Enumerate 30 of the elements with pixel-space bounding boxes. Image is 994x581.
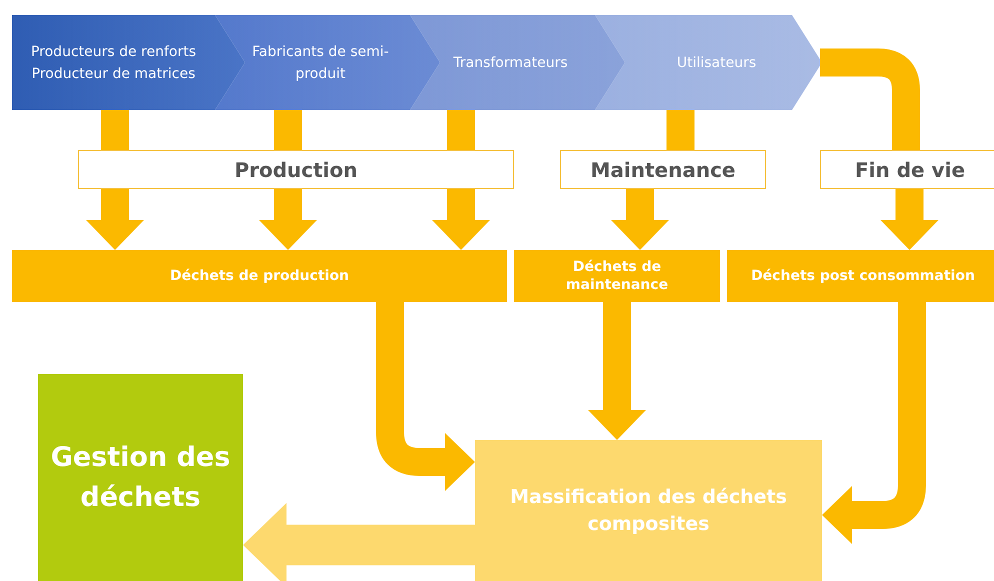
step-label: Utilisateurs xyxy=(676,54,756,73)
block-arrow xyxy=(376,302,475,491)
waste-box xyxy=(12,250,507,302)
stage-label: Production xyxy=(234,158,358,182)
block-arrow xyxy=(880,189,938,250)
step-label: Producteur de matrices xyxy=(32,64,196,84)
block-arrow xyxy=(432,189,490,250)
block-arrow xyxy=(259,189,317,250)
block-arrow xyxy=(822,302,926,544)
stage-label-box xyxy=(820,150,994,189)
result-label: Gestion des déchets xyxy=(50,441,232,514)
stage-label: Maintenance xyxy=(590,158,736,182)
block-arrow xyxy=(588,302,646,440)
waste-box xyxy=(727,250,994,302)
waste-label: Déchets post consommation xyxy=(751,266,975,286)
block-arrow xyxy=(611,189,669,250)
step-label: Fabricants de semi-produit xyxy=(251,42,390,84)
waste-label: Déchets de production xyxy=(170,266,350,286)
stage-label-box xyxy=(560,150,766,189)
waste-box xyxy=(514,250,720,302)
stage-label-box xyxy=(78,150,514,189)
stage-label: Fin de vie xyxy=(854,158,966,182)
step-label: Producteurs de renforts xyxy=(30,42,196,62)
result-box xyxy=(38,374,243,581)
block-arrow xyxy=(86,189,144,250)
step-label: Transformateurs xyxy=(453,54,568,73)
block-arrow xyxy=(243,502,475,581)
process-label: Massification des déchets composites xyxy=(509,484,788,536)
waste-label: Déchets de maintenance xyxy=(564,258,670,294)
process-box xyxy=(475,440,822,581)
